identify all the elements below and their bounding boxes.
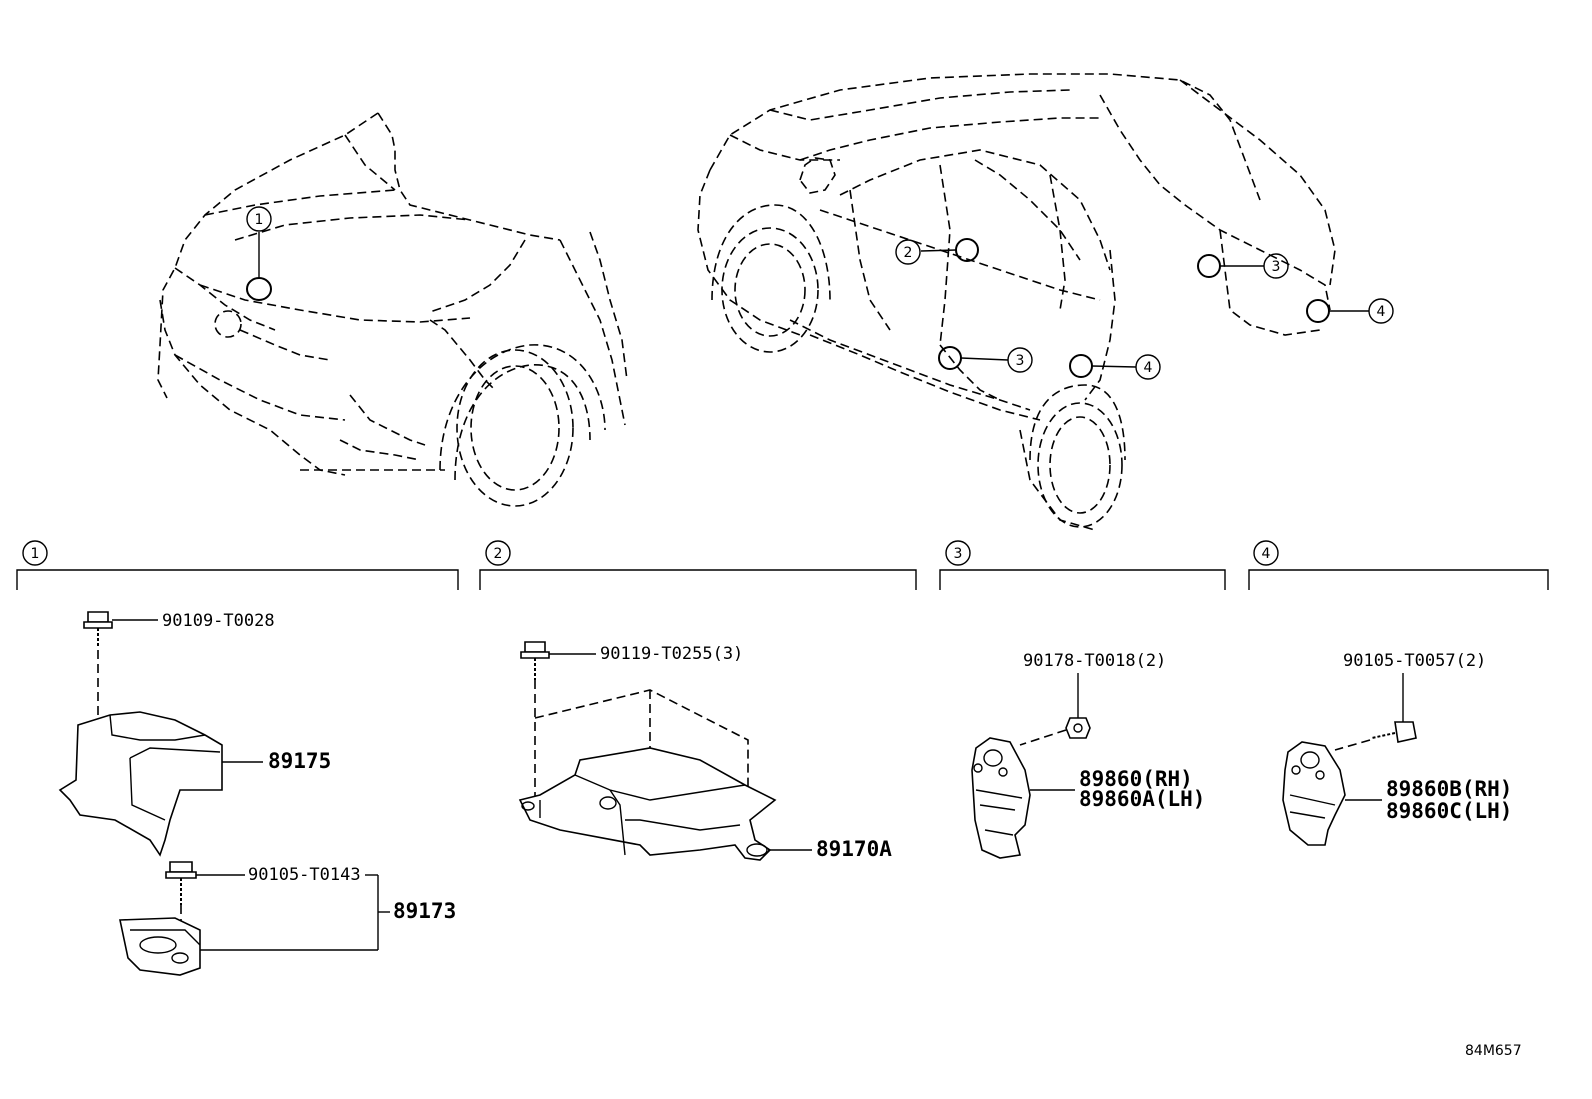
svg-text:89860B(RH): 89860B(RH)	[1386, 777, 1512, 801]
svg-text:3: 3	[1272, 259, 1281, 275]
callout-4-car-rear: 4	[1368, 298, 1394, 324]
callout-3-car-front-door: 3	[1007, 347, 1033, 373]
callout-3-car-rear: 3	[1263, 253, 1289, 279]
svg-text:1: 1	[255, 212, 264, 228]
section-4-header: 4	[1248, 540, 1549, 590]
svg-text:89175: 89175	[268, 749, 331, 773]
section-1-bolt: 90109-T0028	[83, 611, 275, 648]
svg-text:90109-T0028: 90109-T0028	[162, 611, 275, 631]
svg-text:89860A(LH): 89860A(LH)	[1079, 787, 1205, 811]
svg-text:89173: 89173	[393, 899, 456, 923]
callout-4-car-front-door: 4	[1135, 354, 1161, 380]
svg-text:4: 4	[1377, 304, 1386, 320]
front-car-illustration	[157, 112, 628, 507]
svg-text:89170A: 89170A	[816, 837, 892, 861]
section-1-screw: 90105-T0143 89173	[165, 861, 456, 950]
section-3-header: 3	[939, 540, 1226, 590]
svg-text:90105-T0057(2): 90105-T0057(2)	[1343, 651, 1486, 671]
diagram-code: 84M657	[1465, 1043, 1522, 1059]
callout-leaders	[258, 232, 1369, 368]
section-3-nut-axis	[1019, 729, 1067, 746]
side-car-illustration	[697, 73, 1336, 531]
section-1-sensor	[119, 917, 378, 976]
section-3-nut: 90178-T0018(2)	[1023, 651, 1166, 739]
callout-1-car: 1	[246, 206, 272, 232]
section-3-sensor: 89860(RH) 89860A(LH)	[971, 737, 1205, 859]
section-1-header: 1	[16, 540, 459, 590]
callout-2-car: 2	[895, 239, 921, 265]
svg-text:89860(RH): 89860(RH)	[1079, 767, 1193, 791]
svg-text:4: 4	[1262, 546, 1271, 562]
svg-text:90105-T0143: 90105-T0143	[248, 865, 361, 885]
svg-text:3: 3	[954, 546, 963, 562]
section-4-bolt: 90105-T0057(2)	[1343, 651, 1486, 743]
section-2-bolt: 90119-T0255(3)	[520, 641, 743, 680]
section-4-sensor: 89860B(RH) 89860C(LH)	[1282, 741, 1512, 846]
svg-text:2: 2	[494, 546, 503, 562]
svg-text:4: 4	[1144, 360, 1153, 376]
section-1-bracket: 89175	[58, 711, 331, 857]
section-2-ecu: 89170A	[518, 747, 892, 861]
section-4-bolt-axis	[1334, 739, 1371, 751]
svg-text:90178-T0018(2): 90178-T0018(2)	[1023, 651, 1166, 671]
section-2-header: 2	[479, 540, 917, 590]
svg-text:2: 2	[904, 245, 913, 261]
svg-text:89860C(LH): 89860C(LH)	[1386, 799, 1512, 823]
svg-text:90119-T0255(3): 90119-T0255(3)	[600, 644, 743, 664]
svg-text:1: 1	[31, 546, 40, 562]
svg-text:3: 3	[1016, 353, 1025, 369]
